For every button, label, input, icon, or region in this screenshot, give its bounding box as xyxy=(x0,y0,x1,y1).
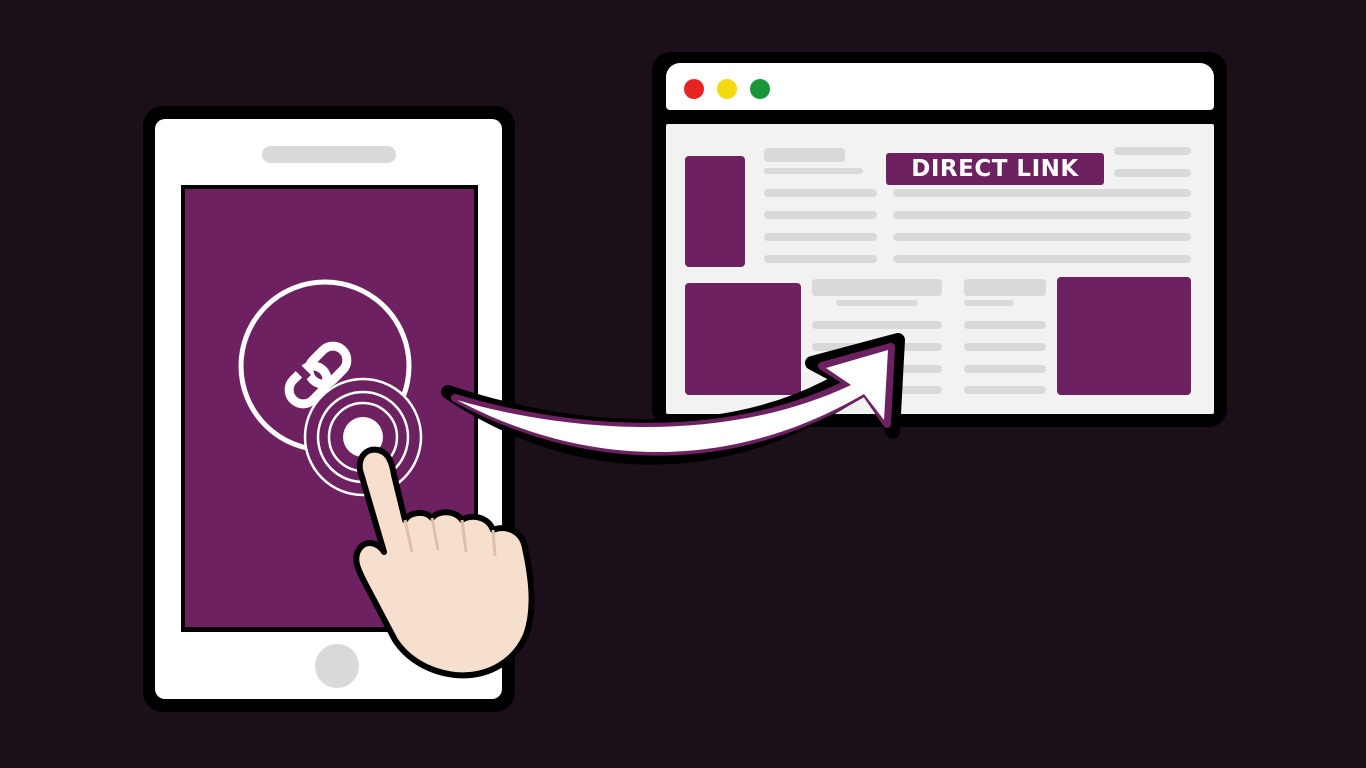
text-placeholder xyxy=(893,211,1191,219)
text-placeholder xyxy=(812,321,942,329)
text-placeholder xyxy=(893,189,1191,197)
phone-home-button[interactable] xyxy=(315,644,359,688)
text-placeholder xyxy=(964,300,1014,306)
text-placeholder xyxy=(764,211,877,219)
text-placeholder xyxy=(812,279,942,296)
text-placeholder xyxy=(764,233,877,241)
text-placeholder xyxy=(893,255,1191,263)
maximize-dot[interactable] xyxy=(750,79,770,99)
text-placeholder xyxy=(764,168,863,174)
chain-link-icon xyxy=(284,341,352,409)
text-placeholder xyxy=(964,343,1046,351)
text-placeholder xyxy=(964,279,1046,296)
text-placeholder xyxy=(964,321,1046,329)
phone-speaker xyxy=(262,146,396,163)
pointing-hand-icon xyxy=(353,446,535,679)
text-placeholder xyxy=(764,189,877,197)
text-placeholder xyxy=(836,300,918,306)
text-placeholder xyxy=(1114,147,1191,155)
text-placeholder xyxy=(1114,169,1191,177)
image-placeholder xyxy=(1057,277,1191,395)
text-placeholder xyxy=(964,386,1046,394)
direct-link-label: DIRECT LINK xyxy=(911,156,1079,182)
minimize-dot[interactable] xyxy=(717,79,737,99)
close-dot[interactable] xyxy=(684,79,704,99)
text-placeholder xyxy=(893,233,1191,241)
direct-link-button[interactable]: DIRECT LINK xyxy=(886,153,1104,185)
image-placeholder xyxy=(685,156,745,267)
text-placeholder xyxy=(764,255,877,263)
curved-arrow-icon xyxy=(441,333,905,465)
image-placeholder xyxy=(685,283,801,395)
text-placeholder xyxy=(764,148,845,162)
text-placeholder xyxy=(964,365,1046,373)
